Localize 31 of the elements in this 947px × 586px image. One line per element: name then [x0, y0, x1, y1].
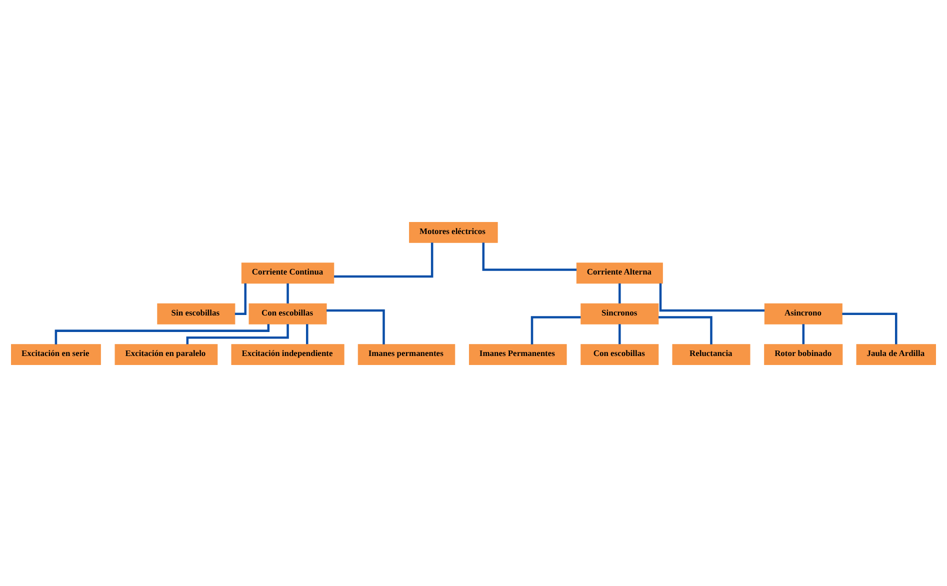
node-box: Excitación en serie	[11, 344, 101, 365]
node-box: Con escobillas	[248, 302, 327, 324]
connector	[306, 324, 308, 344]
node-box: Excitación en paralelo	[114, 344, 218, 365]
node-box: Sincronos	[580, 302, 659, 324]
connector	[658, 316, 712, 344]
node-box: Imanes permanentes	[358, 344, 456, 365]
connector	[186, 324, 289, 344]
connector	[326, 308, 385, 344]
connector	[618, 324, 621, 344]
node-box: Excitación independiente	[231, 344, 344, 365]
connector	[802, 324, 805, 344]
connector	[482, 242, 577, 270]
connector	[234, 282, 246, 314]
node-box: Asincrono	[764, 302, 842, 324]
node-box: Imanes Permanentes	[468, 344, 567, 365]
connector	[54, 324, 270, 344]
node-box: Con escobillas	[580, 344, 659, 365]
node-box: Motores eléctricos	[409, 221, 498, 242]
node-box: Corriente Alterna	[576, 262, 663, 284]
node-box: Rotor bobinado	[764, 344, 843, 365]
connector	[286, 282, 289, 303]
connector	[659, 282, 765, 312]
connector	[530, 316, 581, 344]
connector	[334, 242, 434, 278]
connector	[842, 312, 898, 344]
node-box: Reluctancia	[672, 344, 750, 365]
connector	[618, 282, 621, 303]
node-box: Sin escobillas	[157, 302, 236, 324]
node-box: Corriente Continua	[241, 262, 334, 284]
node-box: Jaula de Ardilla	[856, 344, 936, 365]
